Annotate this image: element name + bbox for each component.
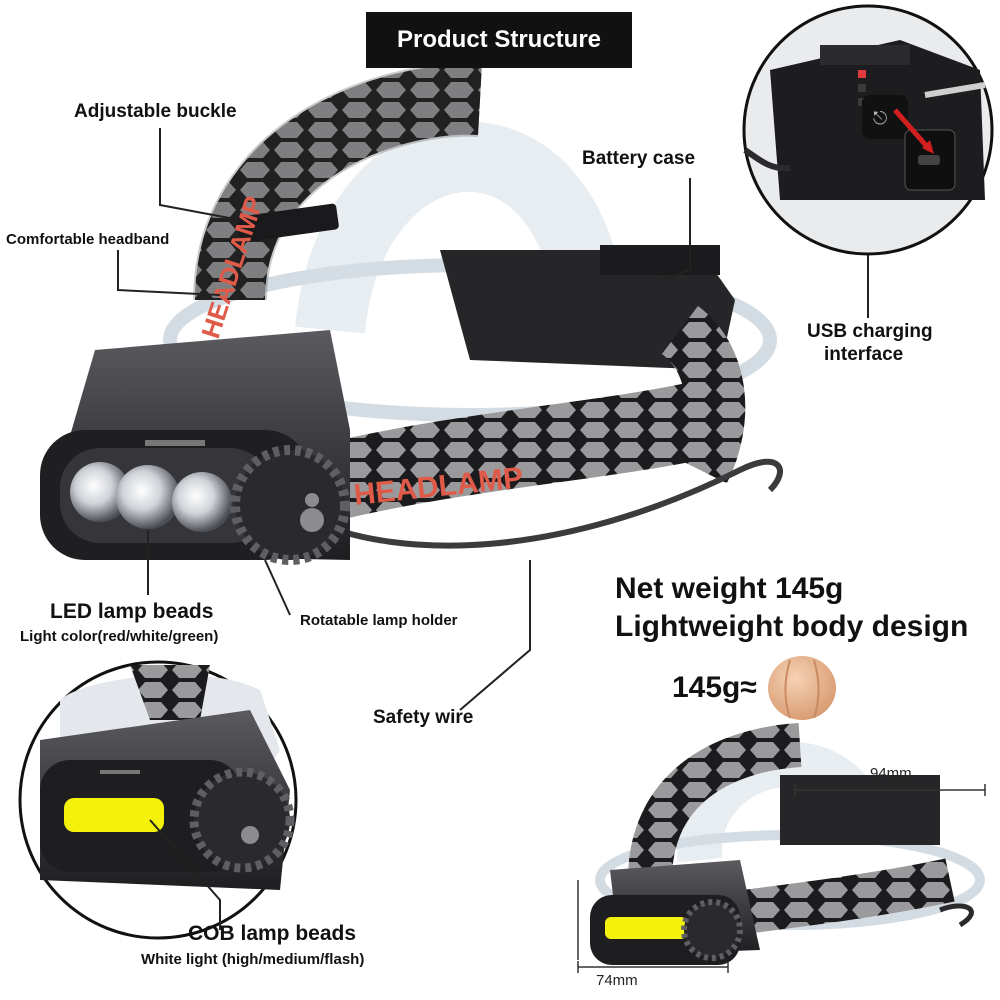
net-weight-line: Net weight 145g bbox=[615, 572, 844, 605]
dimension-height: 74mm bbox=[596, 972, 638, 989]
label-led-lamp-beads: LED lamp beads bbox=[50, 600, 214, 623]
label-adjustable-buckle: Adjustable buckle bbox=[74, 101, 237, 122]
label-cob-lamp-beads: COB lamp beads bbox=[188, 922, 357, 945]
label-cob-white-light: White light (high/medium/flash) bbox=[141, 951, 365, 968]
large-headlamp bbox=[40, 62, 783, 565]
page-title: Product Structure bbox=[366, 12, 632, 68]
label-safety-wire: Safety wire bbox=[373, 707, 474, 728]
weight-compare: 145g≈ bbox=[672, 671, 757, 704]
label-led-light-color: Light color(red/white/green) bbox=[20, 628, 219, 645]
label-battery-case: Battery case bbox=[582, 148, 696, 169]
lightweight-line: Lightweight body design bbox=[615, 610, 969, 643]
label-usb-charging-1: USB charging bbox=[807, 321, 933, 342]
small-headlamp bbox=[577, 723, 986, 973]
label-rotatable-lamp-holder: Rotatable lamp holder bbox=[300, 612, 458, 629]
svg-text:⎋: ⎋ bbox=[873, 108, 887, 129]
egg-icon bbox=[768, 656, 836, 720]
usb-inset: ⎋ bbox=[742, 4, 994, 256]
leader-lines bbox=[117, 128, 869, 930]
dimension-width: 94mm bbox=[870, 765, 912, 782]
label-usb-charging-2: interface bbox=[824, 344, 904, 365]
cob-inset bbox=[18, 660, 298, 940]
label-comfortable-headband: Comfortable headband bbox=[6, 231, 170, 248]
